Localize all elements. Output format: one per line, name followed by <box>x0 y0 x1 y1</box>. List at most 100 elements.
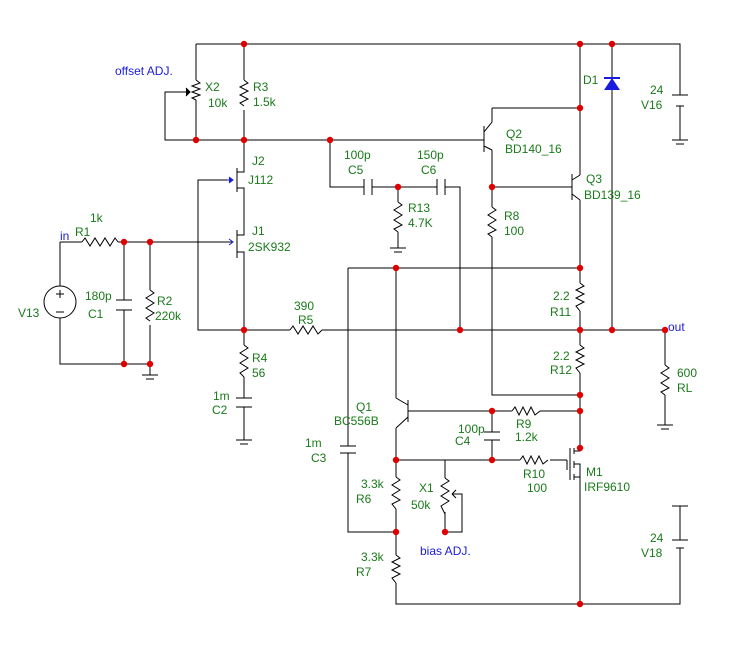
r11-ref: R11 <box>550 305 571 319</box>
r2-ref: R2 <box>157 294 173 308</box>
v16-plates <box>672 94 688 107</box>
r1-ref: R1 <box>75 225 91 239</box>
j2-ref: J2 <box>252 154 265 168</box>
r4-ref: R4 <box>252 351 268 365</box>
m1-value: IRF9610 <box>584 480 630 494</box>
q3-body <box>567 174 581 201</box>
r3-zigzag <box>238 79 250 107</box>
r10-ref: R10 <box>523 467 545 481</box>
r11-value: 2.2 <box>553 289 570 303</box>
x1-zigzag <box>440 477 450 515</box>
x2-value: 10k <box>208 96 228 110</box>
junction-dots <box>120 40 669 608</box>
rl-ref: RL <box>677 381 693 395</box>
q1-ref: Q1 <box>356 400 372 414</box>
j2-gate-arrow <box>227 176 234 184</box>
r5-zigzag <box>289 325 323 335</box>
r8-value: 100 <box>504 224 524 238</box>
r10-value: 100 <box>527 481 547 495</box>
j2-value: J112 <box>248 173 273 187</box>
r9-value: 1.2k <box>515 430 539 444</box>
r4-zigzag <box>239 344 249 378</box>
j1-gate-arrow <box>228 238 234 246</box>
ground-symbols <box>146 143 684 445</box>
x1-value: 50k <box>411 498 431 512</box>
v13-ref: V13 <box>18 306 40 320</box>
r1-zigzag <box>81 237 119 247</box>
c5-plates <box>363 179 373 195</box>
battery-symbols <box>672 94 688 580</box>
wires <box>59 43 688 605</box>
r2-value: 220k <box>155 309 182 323</box>
c2-plates <box>236 397 252 408</box>
r6-value: 3.3k <box>361 477 385 491</box>
j1-body <box>236 230 245 258</box>
c3-plates <box>340 445 356 454</box>
j2-body <box>236 165 245 192</box>
jfet-symbols <box>227 165 245 258</box>
c2-ref: C2 <box>212 403 228 417</box>
c3-value: 1m <box>305 436 322 450</box>
r9-ref: R9 <box>516 417 532 431</box>
j1-ref: J1 <box>252 224 265 238</box>
component-labels: X2 10k R3 1.5k J2 J112 J1 2SK932 R1 1k V… <box>18 73 697 579</box>
r12-ref: R12 <box>550 363 572 377</box>
d1-ref: D1 <box>583 73 599 87</box>
r11-zigzag <box>574 282 586 312</box>
r5-ref: R5 <box>298 313 314 327</box>
r7-zigzag <box>390 554 402 584</box>
c5-value: 100p <box>344 148 371 162</box>
resistor-symbols <box>81 79 671 584</box>
v18-plates <box>672 539 688 580</box>
c5-ref: C5 <box>348 163 364 177</box>
c1-value: 180p <box>85 289 112 303</box>
r6-ref: R6 <box>356 492 372 506</box>
r4-value: 56 <box>252 366 266 380</box>
r3-value: 1.5k <box>253 95 277 109</box>
rl-value: 600 <box>677 366 697 380</box>
q3-ref: Q3 <box>586 172 602 186</box>
offset-adj-label: offset ADJ. <box>115 64 173 78</box>
q2-body <box>478 108 493 152</box>
c2-value: 1m <box>213 389 230 403</box>
pot-wiper-arrows <box>183 87 458 499</box>
bjt-symbols <box>395 108 581 429</box>
c4-ref: C4 <box>455 434 471 448</box>
r7-ref: R7 <box>356 565 372 579</box>
q1-body <box>395 397 412 429</box>
r12-zigzag <box>574 344 586 374</box>
r13-zigzag <box>393 201 404 233</box>
d1-diode <box>604 77 620 90</box>
r8-ref: R8 <box>504 209 520 223</box>
x1-ref: X1 <box>419 481 434 495</box>
q3-value: BD139_16 <box>584 188 641 202</box>
c6-value: 150p <box>417 148 444 162</box>
v18-value: 24 <box>650 531 664 545</box>
c1-plates <box>116 299 132 311</box>
x2-ref: X2 <box>205 80 220 94</box>
r12-value: 2.2 <box>553 349 570 363</box>
c4-plates <box>484 431 500 441</box>
capacitor-symbols <box>116 179 500 454</box>
c6-plates <box>436 179 446 195</box>
r5-value: 390 <box>294 299 314 313</box>
r10-zigzag <box>519 454 549 466</box>
v16-ref: V16 <box>641 98 663 112</box>
m1-ref: M1 <box>586 465 603 479</box>
x2-zigzag <box>190 79 202 101</box>
c3-ref: C3 <box>311 451 327 465</box>
r1-value: 1k <box>90 211 104 225</box>
c6-ref: C6 <box>421 163 437 177</box>
v18-ref: V18 <box>641 546 663 560</box>
annotation-labels: offset ADJ. bias ADJ. in out <box>60 64 685 558</box>
out-label: out <box>668 320 685 334</box>
rl-zigzag <box>660 364 671 396</box>
j1-value: 2SK932 <box>248 240 291 254</box>
r13-ref: R13 <box>408 201 430 215</box>
q2-value: BD140_16 <box>505 142 562 156</box>
r7-value: 3.3k <box>361 550 385 564</box>
q1-value: BC556B <box>334 414 379 428</box>
r2-zigzag <box>145 289 155 322</box>
v16-value: 24 <box>650 83 664 97</box>
